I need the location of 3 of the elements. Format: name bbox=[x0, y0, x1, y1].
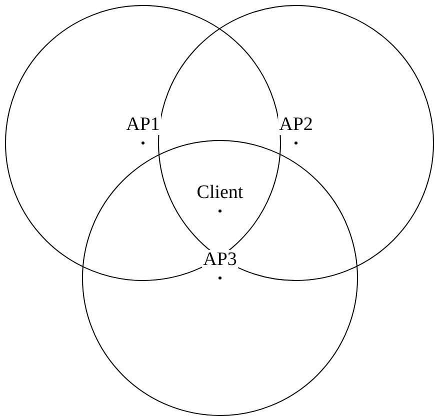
access-point-label: AP3 bbox=[202, 250, 238, 270]
access-point-label: AP1 bbox=[125, 115, 161, 135]
access-point-label: AP2 bbox=[278, 115, 314, 135]
